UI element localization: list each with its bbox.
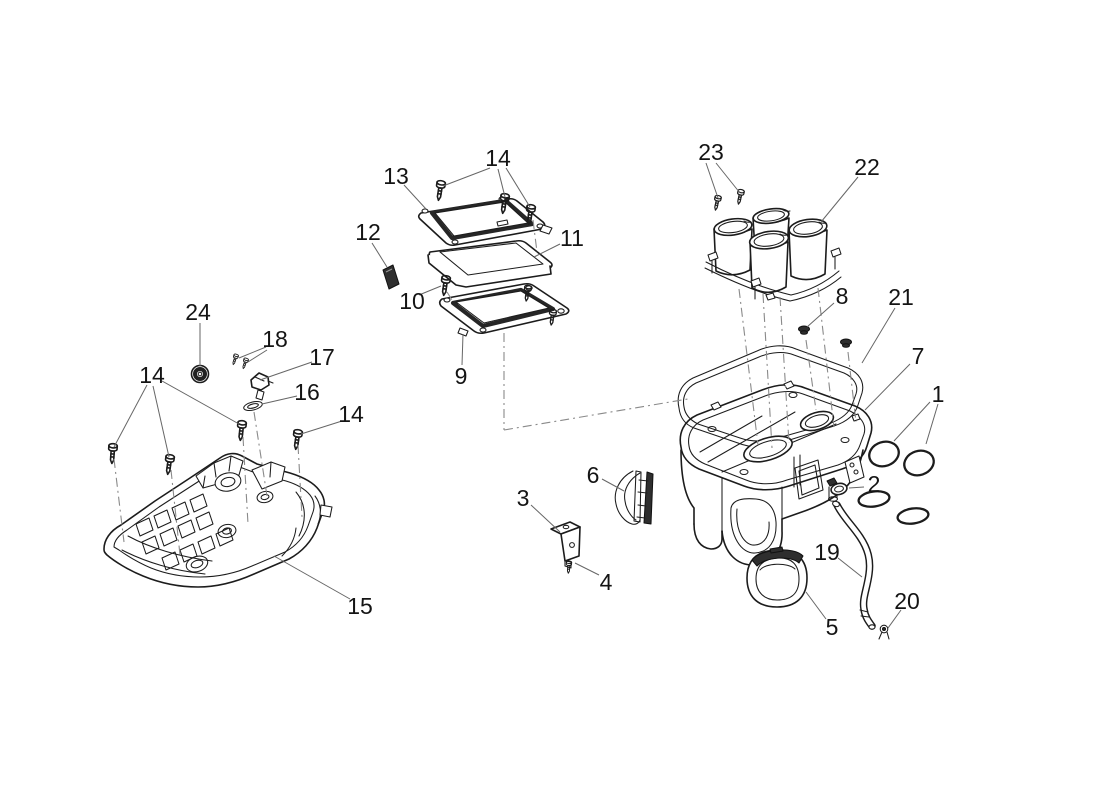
filter-element [427,239,553,288]
part-number-label: 14 [139,362,165,388]
assembly-centerline [779,296,790,444]
leader-line [530,504,561,533]
leader-line [403,184,427,210]
part-number-label: 8 [836,283,849,309]
part-number-label: 12 [355,219,381,245]
part-number-label: 23 [698,139,724,165]
sensor [250,372,274,401]
assembly-centerline [738,288,759,446]
assembly-centerline [805,339,817,411]
intake-trumpets [704,207,842,302]
part-number-label: 14 [338,401,364,427]
leader-line [715,162,741,194]
leader-line [442,167,491,187]
intake-duct [746,546,808,608]
leader-line [497,168,506,198]
assembly-centerline [242,436,249,525]
leader-line [273,555,351,600]
leader-line [371,242,388,268]
part-number-label: 9 [455,363,468,389]
part-number-label: 11 [560,225,584,251]
rubber-plugs [798,325,852,348]
part-number-label: 17 [309,344,335,370]
part-number-label: 19 [814,539,840,565]
part-number-label: 22 [854,154,880,180]
assembly-centerline [503,398,689,431]
leader-line [705,162,719,199]
drain-hose [832,500,876,630]
part-number-label: 16 [294,379,320,405]
leader-line [805,591,827,620]
leader-line [461,333,464,366]
leader-line [505,167,531,208]
part-number-label: 14 [485,145,511,171]
leader-line [806,302,835,328]
assembly-centerline [817,287,835,428]
part-number-label: 15 [347,593,373,619]
bracket [550,521,581,569]
leader-line [925,403,939,445]
part-number-label: 21 [888,284,914,310]
sensor-gasket [243,400,263,412]
leader-line [533,243,561,258]
hose-clip [878,624,890,640]
assembly-centerline [847,351,857,423]
leader-line [601,478,625,492]
assembly-centerline [253,411,268,497]
leader-line [893,401,931,442]
assembly-centerline [113,458,125,543]
part-number-label: 2 [868,471,881,497]
leader-line [161,380,240,425]
leader-line [238,346,267,359]
rubber-pad [382,264,400,290]
leader-line [152,385,170,458]
assembly-centerline [297,444,303,518]
part-number-label: 10 [399,288,425,314]
part-number-label: 5 [826,614,839,640]
leader-line [887,609,902,629]
leader-line [864,363,911,411]
leader-line [113,384,148,448]
part-number-label: 24 [185,299,211,325]
leader-line [861,307,896,364]
assembly-centerline [532,219,538,253]
assembly-centerline [762,293,773,449]
o-rings [857,440,935,525]
sensor-screws [230,353,250,370]
retainer-clip [614,470,654,525]
airbox-gasket-ring [677,345,864,448]
leader-line [261,395,298,405]
part-number-label: 6 [587,462,600,488]
leader-line [418,285,442,296]
filter-frame-lower [438,282,570,337]
part-number-label: 4 [600,569,613,595]
part-number-label: 3 [517,485,530,511]
parts-layer [103,179,935,640]
assembly-centerline [446,291,453,301]
grommet [190,364,210,384]
assembly-centerline [170,469,181,556]
leader-line [300,420,343,435]
leader-line [247,349,268,363]
part-number-label: 18 [262,326,288,352]
part-number-label: 7 [912,343,925,369]
part-number-label: 20 [894,588,920,614]
part-number-label: 13 [383,163,409,189]
part-number-label: 1 [932,381,945,407]
airbox-body [679,380,873,566]
leader-line [574,562,600,576]
leader-line [848,486,865,489]
leader-line [259,361,313,381]
airbox-cover [103,452,333,588]
hose-clamp [826,477,848,496]
leader-line [837,557,863,578]
leader-line [820,176,859,223]
centerline-layer [113,219,857,556]
